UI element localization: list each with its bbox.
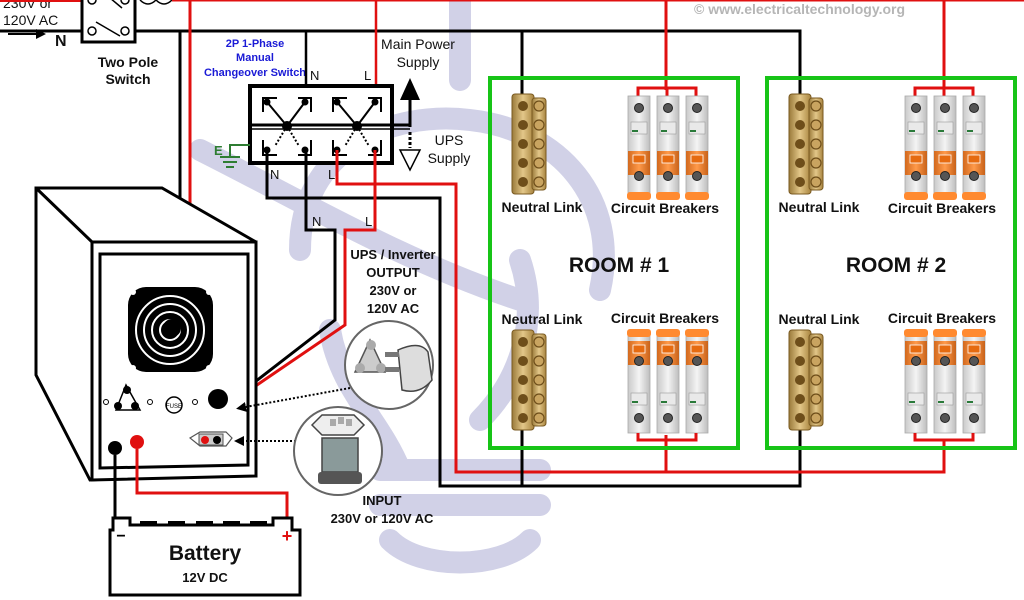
circuit-breaker-top-3[interactable] <box>962 95 986 200</box>
ups-battery-positive-terminal[interactable] <box>130 435 144 449</box>
changeover-bottom-l-label: L <box>328 167 335 182</box>
output-plug-callout <box>344 320 434 410</box>
changeover-top-l-label: L <box>364 68 371 83</box>
neutral-link-top-label: Neutral Link <box>779 199 860 215</box>
ups-output-label-4: 120V AC <box>367 301 420 316</box>
output-pointer-arrow <box>236 387 351 412</box>
main-neutral-bus <box>135 29 802 95</box>
room-border <box>488 76 740 450</box>
circuit-breaker-top-2[interactable] <box>933 95 957 200</box>
circuit-breaker-bottom-2[interactable] <box>933 329 957 434</box>
earth-label: E <box>214 143 223 158</box>
breaker-busbar-bottom <box>636 433 698 442</box>
ups-output-label-3: 230V or <box>370 283 417 298</box>
breakers-top-label: Circuit Breakers <box>888 200 996 216</box>
neutral-link-top-label: Neutral Link <box>502 199 583 215</box>
ups-supply-label-2: Supply <box>428 150 471 166</box>
watermark-text: © www.electricaltechnology.org <box>694 1 905 17</box>
circuit-breaker-top-2[interactable] <box>656 95 680 200</box>
room-title: ROOM # 1 <box>569 254 670 277</box>
supply-voltage-line2: 120V AC <box>3 12 58 28</box>
neutral-link-bottom <box>511 329 547 431</box>
ups-output-terminal[interactable] <box>208 389 228 409</box>
neutral-link-bottom <box>788 329 824 431</box>
changeover-bottom-n-label: N <box>270 167 279 182</box>
fuse-holder[interactable]: FUSE <box>165 396 183 414</box>
circuit-breaker-top-1[interactable] <box>904 95 928 200</box>
changeover-title-1: 2P 1-Phase <box>226 38 285 50</box>
breaker-busbar-bottom <box>913 433 975 442</box>
circuit-breaker-bottom-1[interactable] <box>904 329 928 434</box>
fuse-label: FUSE <box>166 404 182 410</box>
ups-output-label-1: UPS / Inverter <box>350 247 435 262</box>
two-pole-switch-title-2: Switch <box>105 71 150 87</box>
ups-battery-negative-terminal[interactable] <box>108 441 122 455</box>
ups-input-label-2: 230V or 120V AC <box>331 511 434 526</box>
supply-voltage-line1: 230V or <box>3 0 52 11</box>
neutral-link-bottom-label: Neutral Link <box>779 311 860 327</box>
two-pole-switch-title-1: Two Pole <box>98 54 159 70</box>
rooms-phase-feed-wire <box>335 150 946 474</box>
ups-output-label-2: OUTPUT <box>366 265 420 280</box>
changeover-title-3: Changeover Switch <box>204 67 306 79</box>
ups-input-label-1: INPUT <box>363 493 402 508</box>
ups-output-socket-icon <box>114 383 142 411</box>
breakers-bottom-label: Circuit Breakers <box>888 310 996 326</box>
ups-output-neutral-wire <box>237 150 337 397</box>
battery-negative-icon: − <box>116 528 125 545</box>
main-supply-label-1: Main Power <box>381 36 455 52</box>
breakers-top-label: Circuit Breakers <box>611 200 719 216</box>
battery-title: Battery <box>169 542 242 565</box>
neutral-link-top <box>511 93 547 195</box>
circuit-breaker-bottom-3[interactable] <box>962 329 986 434</box>
ups-output-n-label: N <box>312 214 321 229</box>
circuit-breaker-bottom-3[interactable] <box>685 329 709 434</box>
circuit-breaker-bottom-2[interactable] <box>656 329 680 434</box>
rooms-neutral-feed-wire <box>265 150 802 488</box>
neutral-link-bottom-label: Neutral Link <box>502 311 583 327</box>
ups-supply-label-1: UPS <box>435 132 464 148</box>
room-border <box>765 76 1017 450</box>
main-power-arrow-icon <box>400 78 420 127</box>
battery-voltage: 12V DC <box>182 570 228 585</box>
cooling-fan-icon <box>128 287 213 372</box>
battery-positive-wire <box>135 449 289 520</box>
fuse-symbol-icon <box>139 0 173 5</box>
battery-positive-icon: + <box>282 526 293 546</box>
circuit-breaker-bottom-1[interactable] <box>627 329 651 434</box>
circuit-breaker-top-3[interactable] <box>685 95 709 200</box>
circuit-breaker-top-1[interactable] <box>627 95 651 200</box>
changeover-switch[interactable] <box>248 84 410 165</box>
supply-neutral-label: N <box>55 33 67 50</box>
breakers-bottom-label: Circuit Breakers <box>611 310 719 326</box>
main-supply-label-2: Supply <box>397 54 440 70</box>
ups-output-phase-wire <box>231 150 377 404</box>
battery <box>108 516 302 597</box>
room-title: ROOM # 2 <box>846 254 946 277</box>
input-socket-callout <box>293 406 383 496</box>
ups-supply-arrow-icon <box>398 132 422 172</box>
ups-output-l-label: L <box>365 214 372 229</box>
changeover-title-2: Manual <box>236 52 274 64</box>
earth-symbol-icon <box>220 144 250 168</box>
ups-input-socket[interactable] <box>188 431 233 447</box>
neutral-link-top <box>788 93 824 195</box>
two-pole-switch[interactable] <box>80 0 137 44</box>
changeover-top-n-label: N <box>310 68 319 83</box>
